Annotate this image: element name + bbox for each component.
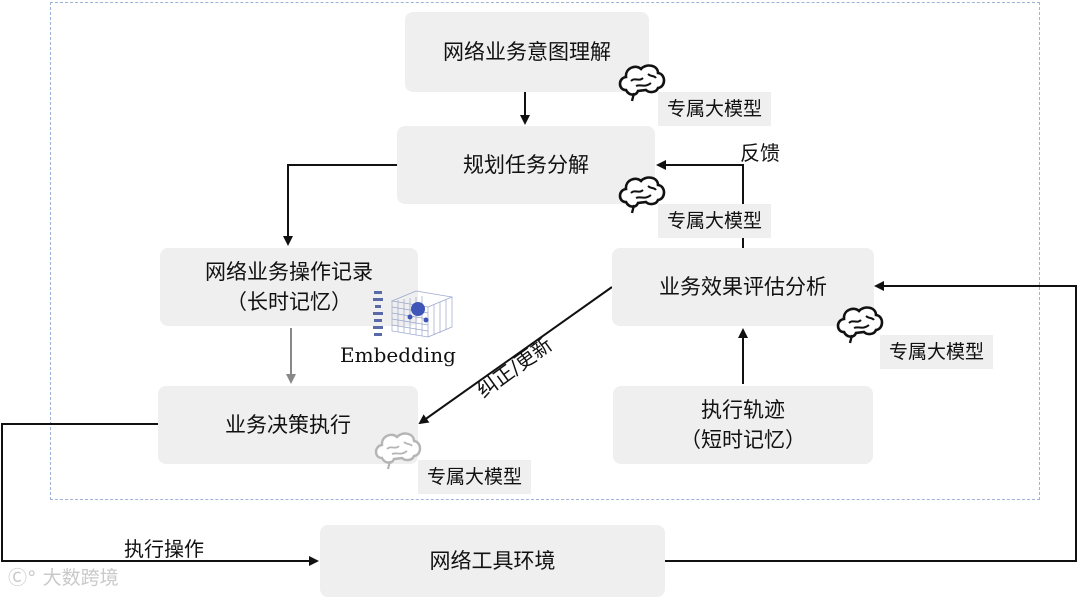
brain-icon [374,432,422,470]
system-boundary-frame [50,2,1040,500]
node-decision-execution: 业务决策执行 [158,386,418,464]
label-execute-operation: 执行操作 [124,537,204,561]
watermark-logo-icon: Ⓒ° [8,567,37,589]
watermark: Ⓒ° 大数跨境 [8,563,119,590]
tag-plan-model: 专属大模型 [658,204,772,238]
tag-execute-model: 专属大模型 [418,460,532,494]
node-env-label: 网络工具环境 [429,549,556,573]
watermark-text: 大数跨境 [42,567,119,589]
node-execution-trace: 执行轨迹 （短时记忆） [613,386,873,464]
node-task-planning: 规划任务分解 [397,126,655,204]
node-intent-understanding: 网络业务意图理解 [405,12,649,92]
node-record-line2: （长时记忆） [226,290,352,314]
node-intent-label: 网络业务意图理解 [443,40,611,64]
embedding-icon [373,290,454,338]
arrow-env-to-evaluate [665,281,1077,562]
arrow-execute-to-env [1,423,319,566]
node-execute-label: 业务决策执行 [225,413,351,437]
arrow-plan-to-record [283,164,397,246]
tag-intent-model: 专属大模型 [658,92,772,126]
node-evaluate-label: 业务效果评估分析 [659,275,827,299]
node-plan-label: 规划任务分解 [463,153,589,177]
node-trace-line1: 执行轨迹 [701,398,785,422]
label-feedback: 反馈 [740,141,780,165]
node-trace-line2: （短时记忆） [680,428,806,452]
tag-evaluate-model: 专属大模型 [880,335,994,369]
embedding-label: Embedding [340,343,456,367]
node-effect-evaluation: 业务效果评估分析 [612,248,874,326]
brain-icon [618,64,666,102]
brain-icon [836,306,884,344]
brain-icon [618,176,666,214]
node-network-tool-env: 网络工具环境 [320,525,665,597]
arrow-correct-update [418,286,613,425]
node-record-line1: 网络业务操作记录 [205,260,373,284]
